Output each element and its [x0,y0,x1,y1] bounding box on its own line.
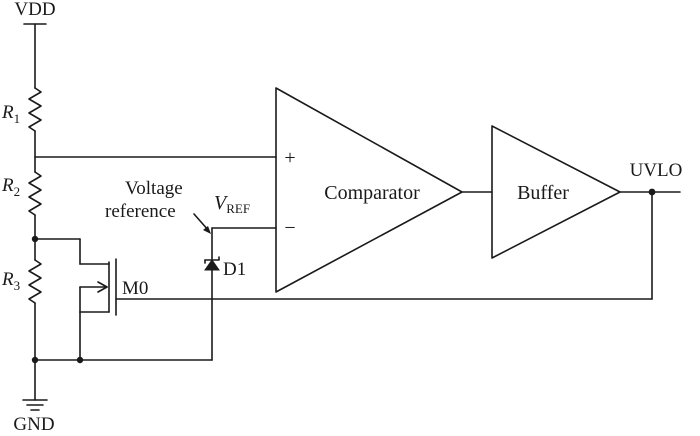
voltage-reference-label-line1: Voltage [125,178,183,199]
d1-label: D1 [223,259,246,280]
r2-r3-node-wire [34,214,110,265]
mosfet-m0 [79,258,653,361]
vref-label: VREF [214,192,250,216]
comparator-label: Comparator [324,182,420,204]
gnd-label: GND [13,414,54,435]
comparator-plus-sign: + [284,147,295,169]
r3-label: R3 [1,269,20,293]
buffer-triangle [491,125,621,259]
junction-ground-mosfet [76,356,84,364]
junction-r2-r3 [31,235,39,243]
resistor-r3 [28,259,42,304]
uvlo-output-wire [619,191,681,300]
ground-icon [22,399,48,411]
zener-diode-d1 [204,227,220,361]
m0-label: M0 [122,278,148,299]
r1-label: R1 [1,102,20,126]
uvlo-label: UVLO [630,160,683,181]
voltage-reference-label-line2: reference [105,201,176,222]
resistor-r1 [28,87,42,132]
vdd-rail-wire [23,23,47,89]
junction-uvlo-output [648,188,656,196]
voltage-reference-arrow [193,213,211,234]
comparator-minus-sign: − [284,217,295,239]
comparator-triangle [275,87,463,293]
r2-label: R2 [1,175,20,199]
vdd-label: VDD [14,0,55,20]
comparator-plus-wire [34,130,277,173]
junction-ground-left [31,356,39,364]
buffer-label: Buffer [517,182,569,204]
resistor-r2 [28,171,42,216]
